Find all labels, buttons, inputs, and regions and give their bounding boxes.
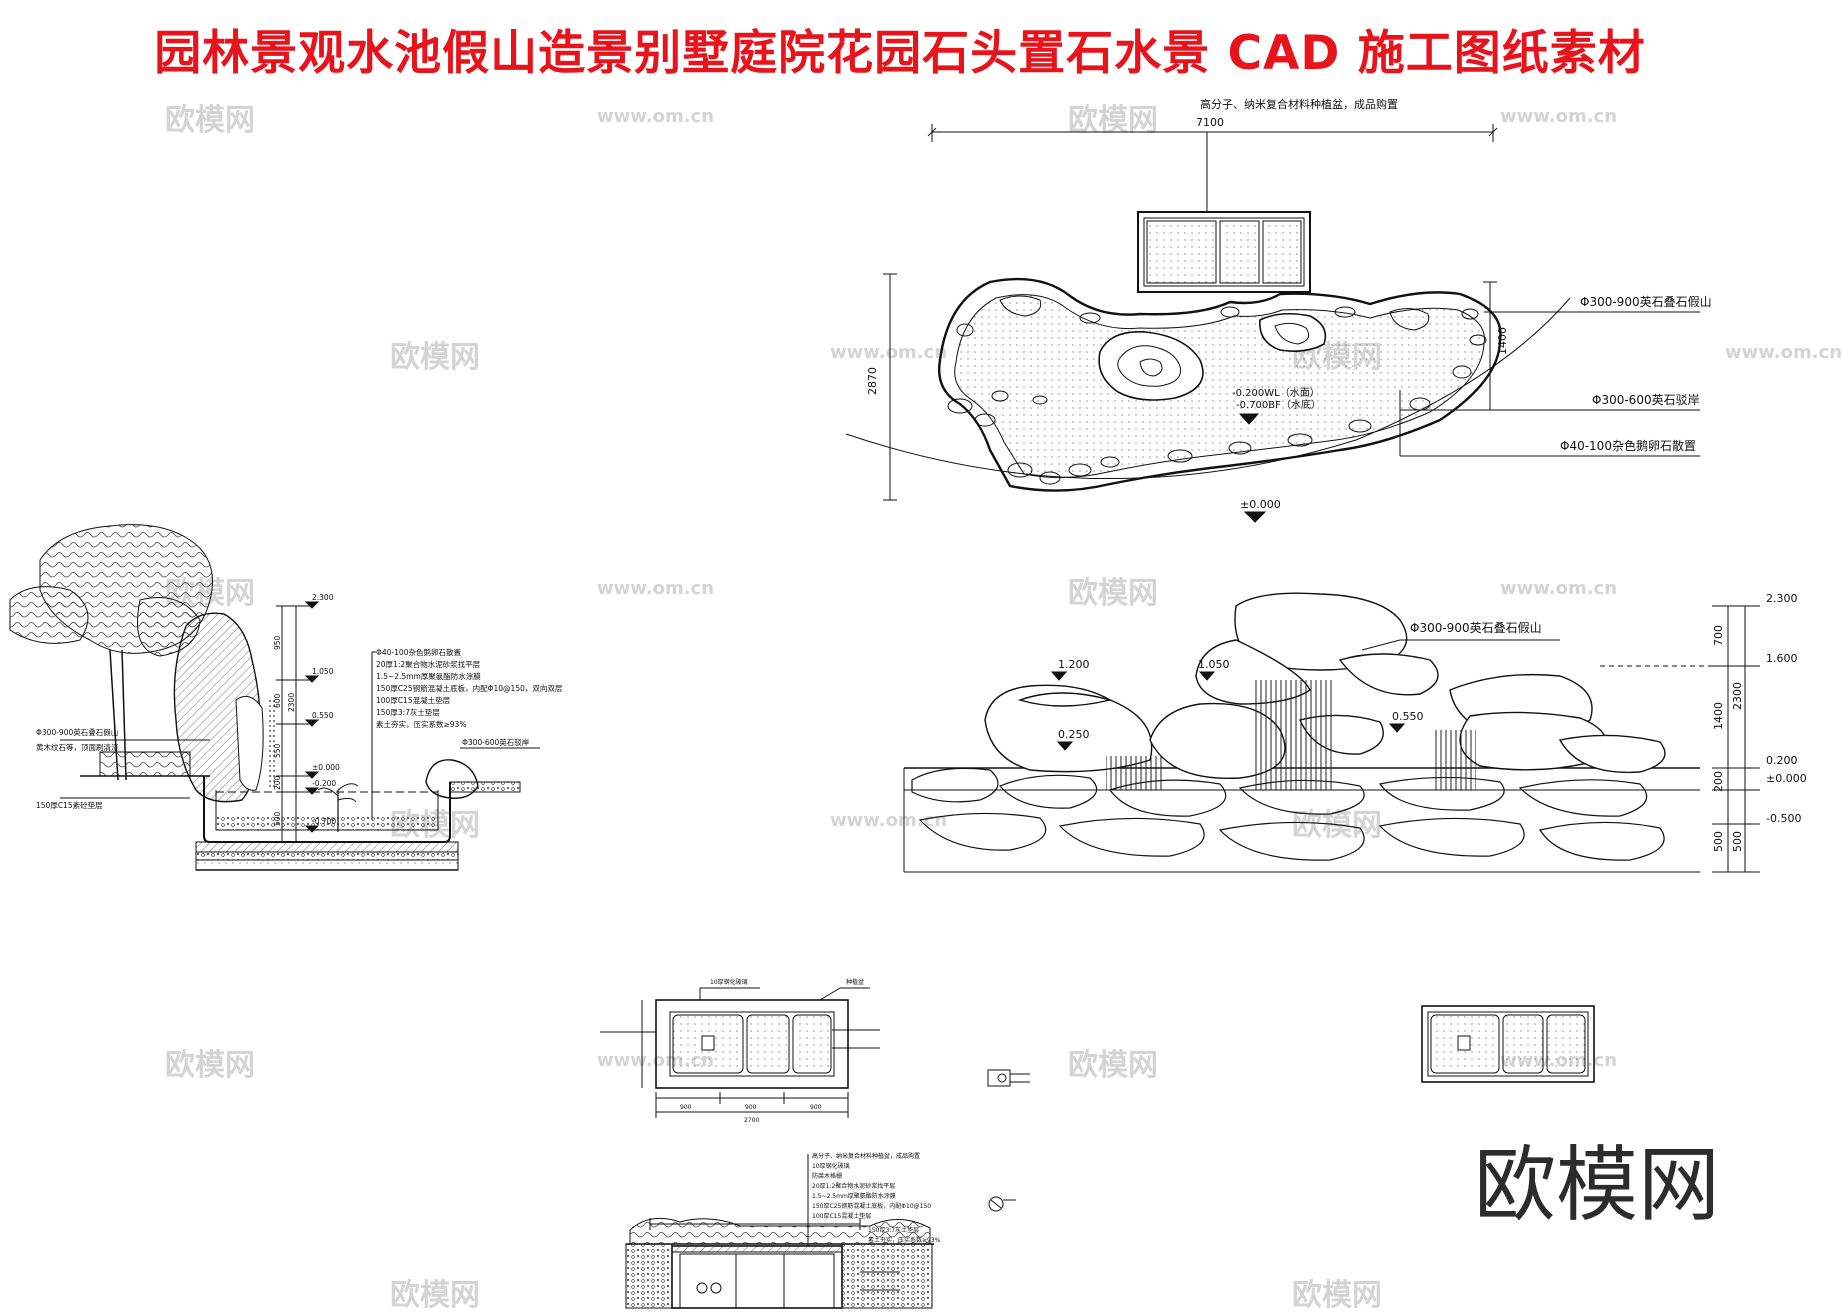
detail-layer: 150厚3:7灰土垫层	[868, 1226, 919, 1234]
watermark: www.om.cn	[830, 810, 948, 831]
watermark: www.om.cn	[597, 578, 715, 599]
detail-layer: 150厚C25钢筋混凝土底板，内配Φ10@150	[812, 1202, 931, 1210]
watermark: www.om.cn	[597, 106, 715, 127]
watermark: www.om.cn	[1500, 578, 1618, 599]
plan-label-pebbles: Φ40-100杂色鹅卵石散置	[1560, 438, 1696, 453]
plan-top-note: 高分子、纳米复合材料种植盆，成品购置	[1200, 97, 1398, 111]
detail-callouts	[987, 1069, 1030, 1212]
section-level: -0.700	[312, 817, 336, 826]
elevation-dimension: 2300	[1731, 682, 1744, 710]
detail-dimension: 900	[810, 1104, 822, 1111]
planter-small-plan	[1421, 1005, 1595, 1083]
elevation-level: 1.600	[1766, 652, 1798, 665]
plan-height-dimension: 2870	[866, 367, 879, 395]
elevation-level: 0.250	[1058, 728, 1090, 741]
detail-plan-annotations: 900 900 900 2700 10厚钢化玻璃 种植盆	[680, 978, 864, 1124]
plan-total-dimension: 7100	[1196, 116, 1224, 129]
section-layer: 100厚C15混凝土垫层	[376, 695, 451, 705]
elevation-level: ±0.000	[1766, 772, 1807, 785]
watermark: 欧模网	[390, 1278, 480, 1313]
section-dimension: 2300	[287, 693, 296, 712]
detail-layer: 1.5~2.5mm厚聚氨酯防水涂膜	[812, 1192, 896, 1200]
elevation-level: 1.050	[1198, 658, 1230, 671]
watermark: www.om.cn	[830, 342, 948, 363]
elevation-dimension: 200	[1712, 771, 1725, 792]
plan-label-rockery: Φ300-900英石叠石假山	[1580, 295, 1712, 309]
pond-section	[9, 524, 540, 871]
plan-right-dimension: 1400	[1496, 327, 1509, 355]
elevation-level: 0.200	[1766, 754, 1798, 767]
section-label-revetment: Φ300-600英石驳岸	[462, 737, 530, 747]
plan-label-revetment: Φ300-600英石驳岸	[1592, 393, 1700, 407]
elevation-label-rockery: Φ300-900英石叠石假山	[1410, 621, 1542, 635]
detail-layer: 防腐木格栅	[812, 1172, 842, 1180]
cad-drawing-canvas: 高分子、纳米复合材料种植盆，成品购置 7100 2870 1400 Φ300-9…	[9, 97, 1807, 1309]
plan-datum: ±0.000	[1240, 498, 1281, 511]
elevation-level: 1.200	[1058, 658, 1090, 671]
section-level: 2.300	[312, 593, 334, 602]
section-layer: 150厚C25钢筋混凝土底板，内配Φ10@150，双向双层	[376, 683, 563, 693]
detail-layer: 20厚1:2聚合物水泥砂浆找平层	[812, 1182, 895, 1190]
detail-label-planter: 种植盆	[846, 978, 864, 986]
section-label-wood: 黄木纹石等，顶面刷清漆	[36, 742, 119, 752]
plan-water-level: -0.200WL（水面）	[1232, 387, 1320, 399]
elevation-level: 2.300	[1766, 592, 1798, 605]
elevation-dimension: 1400	[1712, 702, 1725, 730]
watermark: 欧模网	[1292, 1278, 1382, 1313]
section-label-base: 150厚C15素砼垫层	[36, 800, 103, 810]
planter-detail-section	[625, 1154, 934, 1309]
watermark: www.om.cn	[1725, 342, 1842, 363]
watermark: 欧模网	[165, 1048, 255, 1083]
section-level: 1.050	[312, 667, 334, 676]
elevation-level: 0.550	[1392, 710, 1424, 723]
page-title: 园林景观水池假山造景别墅庭院花园石头置石水景 CAD 施工图纸素材	[154, 26, 1646, 81]
detail-layer: 素土夯实，压实系数≥93%	[868, 1236, 941, 1244]
detail-dimension: 900	[745, 1104, 757, 1111]
detail-dimension: 900	[680, 1104, 692, 1111]
plan-bottom-level: -0.700BF（水底）	[1236, 398, 1321, 411]
section-annotations: 2.300 1.050 0.550 ±0.000 -0.200 -0.700 9…	[36, 593, 563, 826]
elevation-annotations: Φ300-900英石叠石假山 2.300 1.600 0.200 ±0.000 …	[1058, 592, 1807, 852]
section-layer: Φ40-100杂色鹅卵石散置	[376, 647, 461, 657]
detail-label-glass: 10厚钢化玻璃	[710, 978, 748, 986]
section-layer: 20厚1:2聚合物水泥砂浆找平层	[376, 659, 481, 669]
detail-layer: 100厚C15混凝土垫层	[812, 1212, 871, 1220]
section-level: -0.200	[312, 779, 336, 788]
watermark: www.om.cn	[1500, 106, 1618, 127]
section-dimension: 950	[273, 635, 282, 650]
pond-plan-view	[845, 124, 1700, 523]
detail-total-dimension: 2700	[744, 1117, 759, 1124]
planter-detail-plan	[600, 987, 880, 1118]
brand-logo: 欧模网	[1474, 1138, 1721, 1233]
section-dimension: 500	[273, 811, 282, 826]
detail-layer: 高分子、纳米复合材料种植盆，成品购置	[812, 1152, 920, 1160]
section-layer: 150厚3:7灰土垫层	[376, 707, 440, 717]
elevation-dimension: 500	[1712, 831, 1725, 852]
detail-section-annotations: 高分子、纳米复合材料种植盆，成品购置 10厚钢化玻璃 防腐木格栅 20厚1:2聚…	[812, 1152, 941, 1244]
plan-annotations: 高分子、纳米复合材料种植盆，成品购置 7100 2870 1400 Φ300-9…	[866, 97, 1712, 511]
detail-layer: 10厚钢化玻璃	[812, 1162, 850, 1170]
section-dimension: 550	[273, 743, 282, 758]
watermark: 欧模网	[390, 340, 480, 375]
section-dimension: 200	[273, 775, 282, 790]
section-dimension: 600	[273, 693, 282, 708]
elevation-dimension: 700	[1712, 625, 1725, 646]
section-layer: 素土夯实，压实系数≥93%	[376, 719, 466, 729]
watermark: 欧模网	[1068, 1048, 1158, 1083]
section-level: 0.550	[312, 711, 334, 720]
watermark: 欧模网	[1068, 576, 1158, 611]
watermark: 欧模网	[165, 103, 255, 138]
section-level: ±0.000	[312, 763, 340, 772]
section-layer: 1.5~2.5mm厚聚氨酯防水涂膜	[376, 671, 481, 681]
rockery-elevation	[903, 592, 1760, 873]
section-label-rockery: Φ300-900英石叠石假山	[36, 727, 118, 737]
elevation-level: -0.500	[1766, 812, 1801, 825]
elevation-dimension: 500	[1731, 831, 1744, 852]
